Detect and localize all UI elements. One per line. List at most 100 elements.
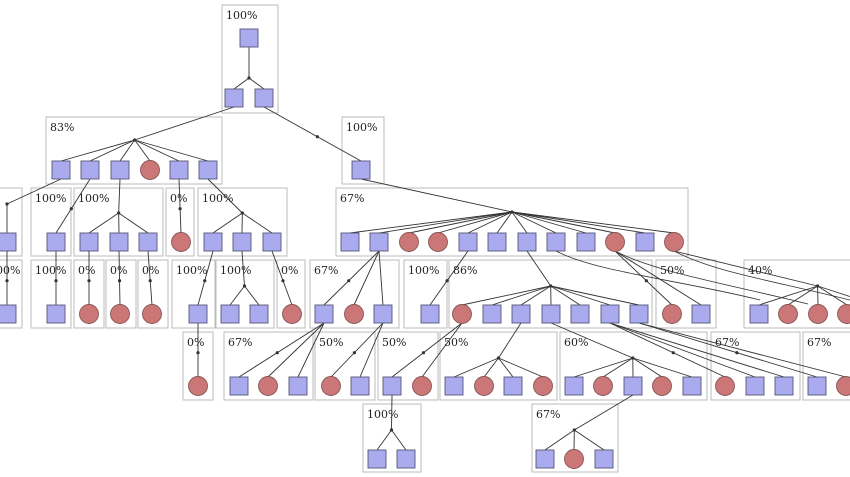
edge	[574, 429, 605, 451]
junction-dot	[671, 351, 675, 355]
edge	[263, 106, 362, 162]
junction-dot	[87, 279, 91, 283]
group-label-g0e: 0%	[281, 264, 298, 277]
edge	[511, 211, 557, 234]
edge	[378, 211, 513, 234]
edge	[614, 250, 673, 306]
edge	[271, 250, 293, 306]
group-box-g67big	[335, 187, 689, 257]
group-label-g50c: 50%	[382, 336, 406, 349]
group-label-g67big: 67%	[340, 192, 364, 205]
edge	[297, 322, 325, 378]
square-node	[576, 232, 596, 252]
edge	[429, 250, 469, 306]
group-label-g67e: 67%	[536, 408, 560, 421]
edge	[378, 250, 384, 306]
square-node	[79, 232, 99, 252]
junction-dot	[735, 351, 739, 355]
square-node	[594, 449, 614, 469]
edge	[60, 139, 135, 162]
group-box-g100a	[30, 187, 72, 257]
edge	[632, 357, 693, 378]
group-label-g0f: 0%	[187, 336, 204, 349]
edge	[817, 285, 850, 298]
group-box-root	[221, 4, 279, 114]
square-node	[535, 449, 555, 469]
group-box-g100b	[73, 187, 164, 257]
square-node	[382, 376, 402, 396]
junction-dot	[5, 279, 9, 283]
junction-dot	[352, 351, 356, 355]
group-label-g0b: 0%	[78, 264, 95, 277]
group-label-g50a: 50%	[660, 264, 684, 277]
edge	[483, 357, 499, 378]
group-label-g100a: 100%	[35, 192, 66, 205]
square-node	[623, 376, 643, 396]
edge	[526, 250, 552, 287]
curved-edge	[673, 250, 850, 301]
square-node	[203, 232, 223, 252]
square-node	[396, 449, 416, 469]
square-node	[262, 232, 282, 252]
square-node	[458, 232, 478, 252]
circle-node	[837, 304, 850, 324]
edge	[609, 322, 785, 378]
junction-dot	[315, 135, 319, 139]
junction-dot	[347, 279, 351, 283]
group-box-g100f	[215, 259, 275, 329]
square-node	[350, 376, 370, 396]
junction-dot	[117, 279, 122, 283]
group-box-g83	[45, 116, 223, 185]
group-box-g0d	[137, 259, 169, 329]
square-node	[232, 232, 252, 252]
circle-node	[533, 376, 553, 396]
junction-dot	[421, 351, 426, 355]
group-box-g100g	[403, 259, 448, 329]
group-box-g67b	[223, 331, 314, 401]
edge	[511, 211, 646, 234]
group-label-g67d: 67%	[807, 336, 831, 349]
square-node	[46, 304, 66, 324]
group-label-g100d: 100%	[35, 264, 66, 277]
junction-dot	[644, 279, 648, 283]
edge	[391, 394, 393, 431]
square-node	[169, 160, 189, 180]
edge	[119, 139, 136, 162]
square-node	[367, 449, 387, 469]
group-label-g40: 40%	[748, 264, 772, 277]
edge	[134, 106, 235, 141]
circle-node	[605, 232, 625, 252]
node-layer	[0, 28, 850, 469]
circle-node	[564, 449, 584, 469]
edge	[453, 357, 499, 378]
square-node	[564, 376, 584, 396]
junction-dot	[69, 207, 73, 211]
edge	[88, 212, 119, 234]
group-box-g100e	[171, 259, 216, 329]
edge	[349, 211, 513, 234]
group-label-g67c: 67%	[715, 336, 739, 349]
group-box-g100d	[30, 259, 72, 329]
circle-node	[715, 376, 735, 396]
square-node	[444, 376, 464, 396]
group-label-g60: 60%	[564, 336, 588, 349]
edge	[134, 139, 209, 162]
square-node	[546, 232, 566, 252]
edge	[511, 211, 675, 234]
edge	[244, 285, 260, 306]
edge	[544, 429, 575, 451]
junction-dot	[148, 279, 152, 283]
square-node	[51, 160, 71, 180]
junction-dot	[445, 279, 449, 283]
group-box-g67a	[309, 259, 400, 329]
circle-node	[344, 304, 364, 324]
edge	[491, 285, 551, 306]
edge	[242, 212, 273, 234]
square-node	[0, 232, 17, 252]
circle-node	[662, 304, 682, 324]
circle-node	[79, 304, 99, 324]
square-node	[482, 304, 502, 324]
edge	[89, 139, 135, 162]
group-label-g0d: 0%	[142, 264, 159, 277]
square-node	[288, 376, 308, 396]
